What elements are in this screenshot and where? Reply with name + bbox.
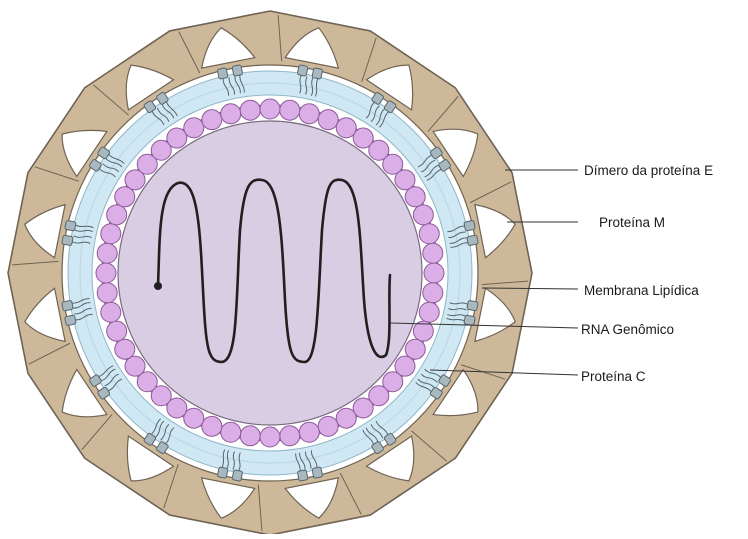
c-protein-bead [423,243,443,263]
label-lipid-membrane: Membrana Lipídica [584,283,699,298]
c-protein-bead [318,110,338,130]
c-protein-bead [97,283,117,303]
c-protein-bead [419,302,439,322]
label-m-protein: Proteína M [599,215,665,230]
m-protein-head [232,470,243,482]
c-protein-bead [280,426,300,446]
c-protein-bead [413,205,433,225]
m-protein-head [464,315,476,326]
m-protein-head [62,235,74,246]
m-protein-head [467,300,479,311]
c-protein-bead [260,99,280,119]
m-protein-head [232,65,243,77]
c-protein-bead [107,321,127,341]
c-protein-bead [240,100,260,120]
m-protein-head [297,65,308,77]
capsid-core [118,121,422,425]
c-protein-bead [107,205,127,225]
m-protein-head [62,300,74,311]
c-protein-bead [423,283,443,303]
label-rna-genome: RNA Genômico [581,322,674,337]
c-protein-bead [240,426,260,446]
c-protein-bead [184,118,204,138]
c-protein-bead [221,422,241,442]
m-protein-head [65,315,77,326]
m-protein-head [312,467,323,479]
rna-5prime-end [154,282,162,290]
m-protein-head [217,467,228,479]
c-protein-bead [202,416,222,436]
c-protein-bead [101,302,121,322]
c-protein-bead [424,263,444,283]
c-protein-bead [221,104,241,124]
label-c-protein: Proteína C [581,369,646,384]
c-protein-bead [318,416,338,436]
c-protein-bead [115,339,135,359]
c-protein-bead [405,187,425,207]
c-protein-bead [299,422,319,442]
c-protein-bead [97,243,117,263]
c-protein-bead [336,408,356,428]
c-protein-bead [299,104,319,124]
m-protein-head [65,220,77,231]
label-e-protein-dimer: Dímero da proteína E [584,163,713,178]
m-protein-head [464,220,476,231]
c-protein-bead [280,100,300,120]
m-protein-head [297,470,308,482]
c-protein-bead [260,427,280,447]
m-protein-head [467,235,479,246]
c-protein-bead [101,224,121,244]
c-protein-bead [419,224,439,244]
c-protein-bead [202,110,222,130]
c-protein-bead [96,263,116,283]
m-protein-head [312,68,323,80]
m-protein-head [217,68,228,80]
